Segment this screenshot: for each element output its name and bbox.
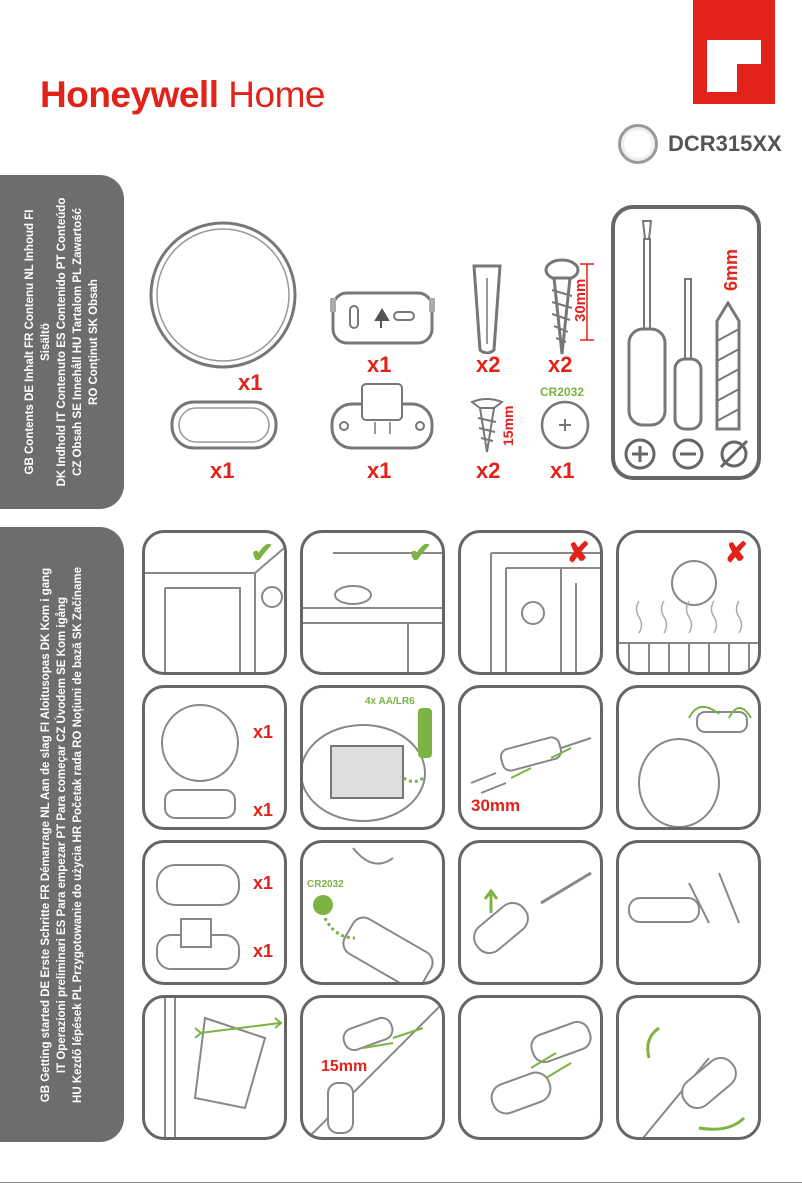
step-placement-corner-ok: ✔: [142, 530, 287, 675]
tools-box: 6mm: [611, 205, 761, 480]
screw30-qty: x2: [548, 352, 573, 377]
step-remove-push-button: [616, 995, 761, 1140]
step-snap-push-button: [458, 995, 603, 1140]
push-ring-step-qty: x1: [253, 873, 274, 893]
step-release-tab: [616, 840, 761, 985]
step-push-button-parts: x1 x1: [142, 840, 287, 985]
screw15-length: 15mm: [500, 405, 516, 446]
chime-ring-icon: [149, 221, 297, 369]
plugs-qty: x2: [476, 352, 501, 377]
model-badge: DCR315XX: [618, 124, 782, 164]
push-ring-qty: x1: [210, 458, 235, 483]
step-open-push-button: [458, 840, 603, 985]
no-cross-icon: ✘: [566, 537, 590, 568]
chime-bracket-icon: [330, 291, 435, 345]
minus-screwdriver-icon: [672, 438, 704, 470]
step-placement-frame-no: ✘: [458, 530, 603, 675]
drill-diameter-icon: [719, 439, 749, 469]
brand-name-bold: Honeywell: [40, 74, 219, 115]
getting-started-languages: GB Getting started DE Erste Schritte FR …: [38, 545, 86, 1125]
contents-line: RO Conținut SK Obsah: [88, 279, 100, 405]
contents-tab: GB Contents DE Inhalt FR Contenu NL Inho…: [0, 175, 124, 509]
step-mount-chime-bracket: 30mm: [458, 685, 603, 830]
contents-line: GB Contents DE Inhalt FR Contenu NL Inho…: [24, 209, 52, 475]
drill-bit-icon: [715, 301, 741, 431]
chime-qty: x1: [367, 352, 392, 377]
push-base-step-qty: x1: [253, 941, 274, 961]
step-placement-radiator-no: ✘: [616, 530, 761, 675]
push-button-icon: [618, 124, 658, 164]
push-button-base-icon: [330, 383, 434, 450]
push-base-qty: x1: [367, 458, 392, 483]
push-button-ring-icon: [170, 400, 278, 450]
step-placement-top-ok: ✔: [300, 530, 445, 675]
brand-square-logo: [693, 0, 775, 104]
ok-check-icon: ✔: [408, 537, 432, 568]
contents-line: CZ Obsah SE Innehåll HU Tartalom PL Zawa…: [72, 208, 84, 476]
push-mount-length: 15mm: [321, 1058, 368, 1075]
model-code: DCR315XX: [668, 131, 782, 156]
battery-qty: x1: [550, 458, 575, 483]
chime-bracket-qty: x1: [253, 800, 274, 820]
screw-15mm-icon: [470, 398, 504, 453]
getting-started-tab: GB Getting started DE Erste Schritte FR …: [0, 527, 124, 1142]
battery-aa-label: 4x AA/LR6: [365, 696, 415, 707]
getting-started-line: IT Operazioni preliminari ES Para empeza…: [56, 596, 68, 1073]
screw-30mm-icon: [544, 258, 580, 355]
drill-size: 6mm: [721, 248, 741, 291]
step-chime-parts: x1 x1: [142, 685, 287, 830]
brand-name-light: Home: [218, 74, 325, 115]
mount-length: 30mm: [471, 796, 521, 815]
wall-plug-icon: [472, 264, 502, 354]
getting-started-line: GB Getting started DE Erste Schritte FR …: [40, 567, 52, 1102]
no-cross-icon: ✘: [724, 537, 748, 568]
brand-logo: Honeywell Home: [40, 74, 325, 116]
step-attach-chime: [616, 685, 761, 830]
coin-battery-icon: [540, 400, 590, 450]
plus-screwdriver-icon: [624, 438, 656, 470]
contents-line: DK Indhold IT Contenuto ES Contenido PT …: [56, 197, 68, 487]
screw15-qty: x2: [476, 458, 501, 483]
step-clean-surface: [142, 995, 287, 1140]
ok-check-icon: ✔: [250, 537, 274, 568]
step-mount-push-button: 15mm: [300, 995, 445, 1140]
step-insert-coin-battery: CR2032: [300, 840, 445, 985]
flat-screwdriver-icon: [673, 278, 703, 431]
cr2032-label: CR2032: [307, 879, 344, 890]
battery-label: CR2032: [540, 385, 585, 399]
ring-qty: x1: [238, 370, 263, 395]
contents-languages: GB Contents DE Inhalt FR Contenu NL Inho…: [22, 192, 102, 492]
page-bottom-rule: [0, 1182, 802, 1183]
chime-ring-qty: x1: [253, 722, 274, 742]
phillips-screwdriver-icon: [627, 220, 667, 427]
dimension-line-icon: [580, 263, 594, 341]
step-insert-batteries: 4x AA/LR6: [300, 685, 445, 830]
getting-started-line: HU Kezdő lépések PL Przygotowanie do uży…: [72, 566, 84, 1103]
screw30-length: 30mm: [572, 278, 589, 322]
honeywell-home-icon: [707, 40, 761, 92]
